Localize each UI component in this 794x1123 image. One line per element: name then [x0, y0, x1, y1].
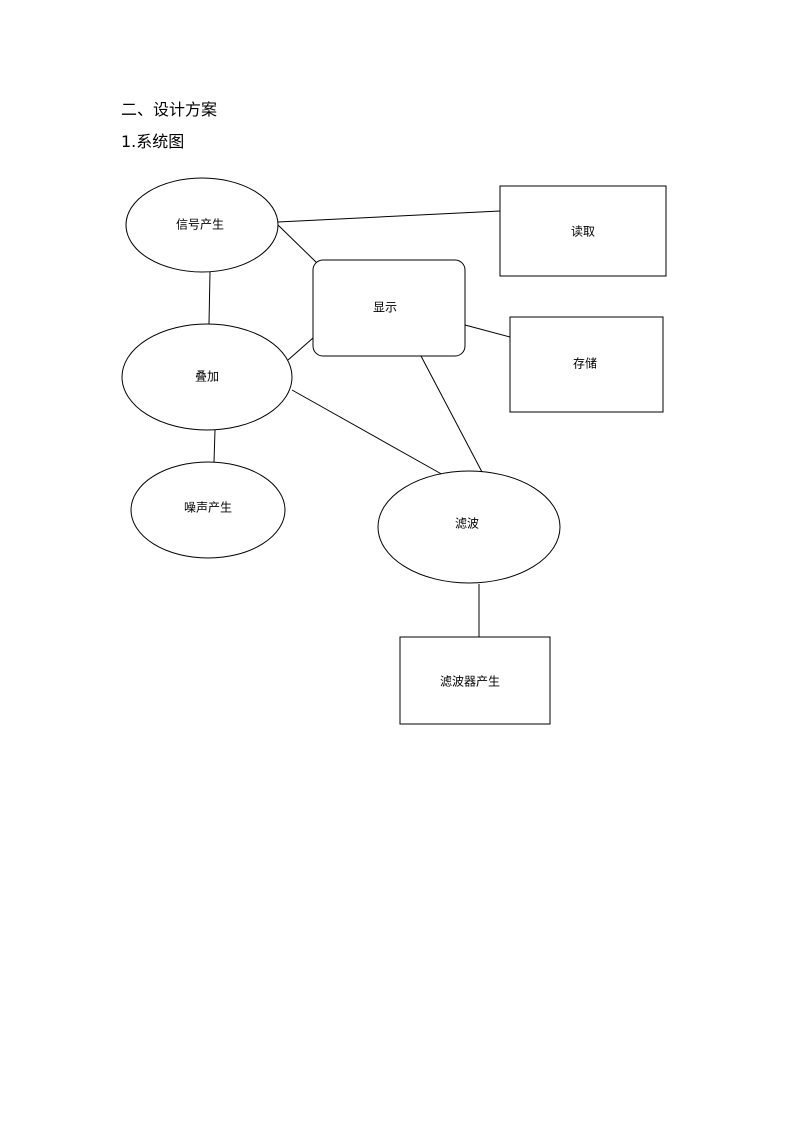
node-signal-label: 信号产生	[176, 218, 224, 232]
edge-overlay-noise	[213, 429, 216, 463]
node-filter-label: 滤波	[455, 517, 479, 531]
node-display-label: 显示	[373, 301, 397, 315]
node-store-label: 存储	[573, 356, 597, 371]
node-display: 显示	[312, 259, 466, 357]
node-filter-gen: 滤波器产生	[399, 636, 551, 725]
node-overlay-shape	[121, 323, 293, 431]
node-read-shape	[499, 185, 667, 277]
edge-overlay-filter	[291, 389, 446, 477]
edge-signal-overlay	[208, 271, 211, 325]
edge-signal-display	[277, 224, 319, 265]
node-filter: 滤波	[377, 470, 561, 584]
edge-overlay-display	[287, 337, 314, 361]
node-store: 存储	[509, 316, 664, 413]
node-signal: 信号产生	[125, 177, 279, 273]
node-filter-gen-label: 滤波器产生	[440, 675, 500, 689]
node-overlay: 叠加	[121, 323, 293, 431]
node-display-shape	[312, 259, 466, 357]
node-noise-label: 噪声产生	[184, 501, 232, 515]
node-store-shape	[509, 316, 664, 413]
edge-display-filter	[420, 355, 483, 473]
node-noise: 噪声产生	[130, 461, 286, 559]
section-heading: 二、设计方案	[121, 100, 218, 119]
node-overlay-label: 叠加	[195, 370, 219, 384]
subsection-heading: 1.系统图	[121, 132, 185, 151]
node-filter-gen-shape	[399, 636, 551, 725]
node-noise-shape	[130, 461, 286, 559]
node-signal-shape	[125, 177, 279, 273]
diagram-edges	[208, 210, 511, 637]
node-read-label: 读取	[571, 225, 595, 239]
edge-signal-read	[277, 210, 501, 223]
edge-display-store	[464, 324, 511, 338]
node-read: 读取	[499, 185, 667, 277]
node-filter-shape	[377, 470, 561, 584]
